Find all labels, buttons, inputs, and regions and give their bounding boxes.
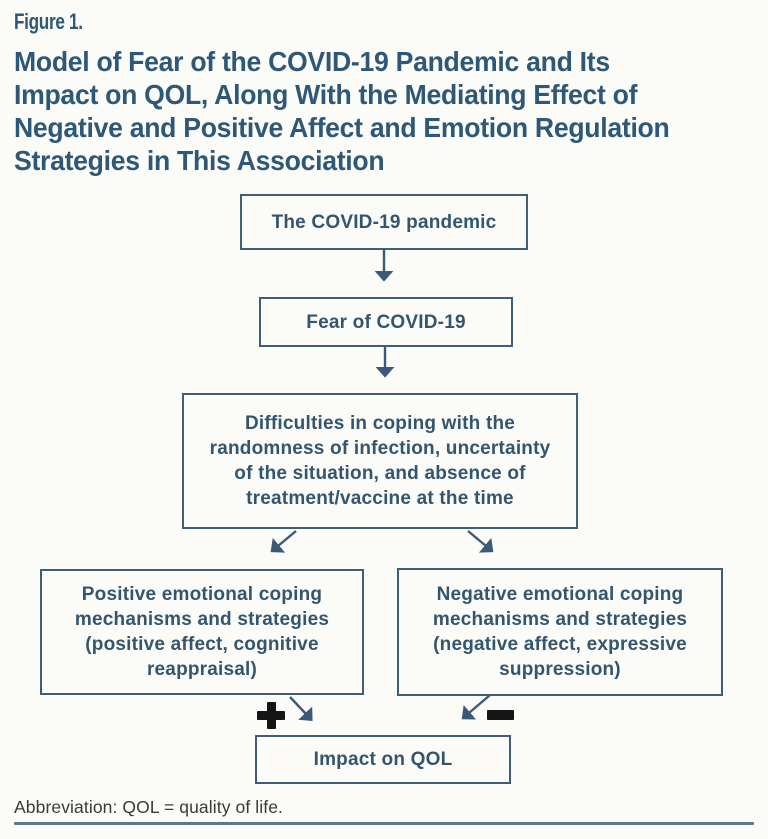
plus-icon: [257, 702, 285, 729]
node-negative-coping: Negative emotional coping mechanisms and…: [397, 568, 723, 696]
node-fear-of-covid19: Fear of COVID-19: [259, 297, 513, 347]
node-covid19-pandemic: The COVID-19 pandemic: [240, 194, 528, 250]
abbreviation-footnote: Abbreviation: QOL = quality of life.: [14, 797, 283, 817]
figure-label: Figure 1.: [14, 9, 83, 34]
node-positive-coping: Positive emotional coping mechanisms and…: [40, 569, 364, 695]
arrow-down-right-icon: [289, 696, 313, 721]
figure-title-line: Negative and Positive Affect and Emotion…: [14, 112, 670, 143]
arrow-down-right-icon: [467, 530, 494, 553]
node-coping-difficulties: Difficulties in coping with the randomne…: [182, 393, 578, 529]
figure-title-line: Strategies in This Association: [14, 145, 385, 176]
arrow-down-left-icon: [270, 530, 297, 553]
minus-icon: [487, 710, 514, 720]
figure-title: Model of Fear of the COVID-19 Pandemic a…: [14, 45, 760, 177]
bottom-divider: [14, 822, 754, 825]
node-impact-on-qol: Impact on QOL: [255, 735, 511, 784]
figure-title-line: Model of Fear of the COVID-19 Pandemic a…: [14, 46, 610, 77]
figure-title-line: Impact on QOL, Along With the Mediating …: [14, 79, 638, 110]
